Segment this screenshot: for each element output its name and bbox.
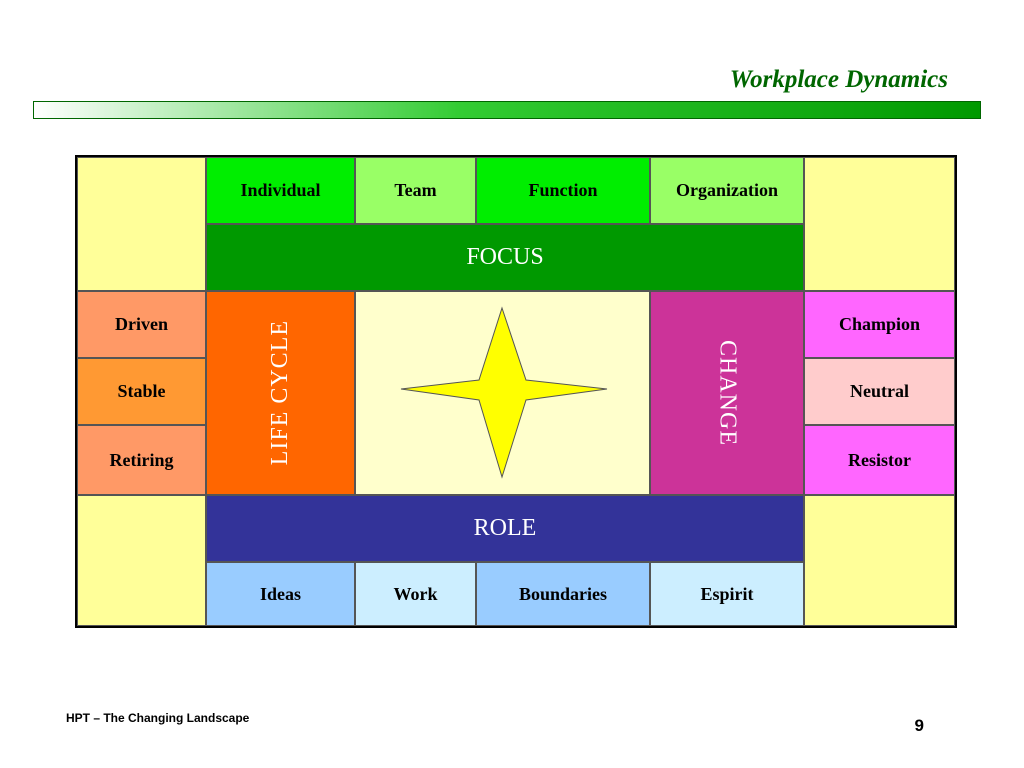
role-item-boundaries: Boundaries — [476, 562, 650, 626]
life-cycle-label-cell: LIFE CYCLE — [206, 291, 355, 495]
focus-item-organization: Organization — [650, 157, 804, 224]
page-number: 9 — [914, 716, 924, 735]
role-item-ideas: Ideas — [206, 562, 355, 626]
corner-bottom-right — [804, 495, 955, 626]
change-label-cell: CHANGE — [650, 291, 804, 495]
life-cycle-item-stable: Stable — [77, 358, 206, 425]
focus-label: FOCUS — [206, 224, 804, 291]
footer-text: HPT – The Changing Landscape — [66, 711, 250, 725]
workplace-dynamics-grid: Individual Team Function Organization FO… — [75, 155, 957, 628]
title-gradient-bar — [33, 101, 981, 119]
focus-item-team: Team — [355, 157, 476, 224]
four-point-star-icon — [400, 306, 608, 479]
life-cycle-label: LIFE CYCLE — [267, 320, 293, 466]
star-container — [355, 292, 650, 495]
change-item-resistor: Resistor — [804, 425, 955, 495]
role-item-work: Work — [355, 562, 476, 626]
corner-bottom-left — [77, 495, 206, 626]
slide-title: Workplace Dynamics — [729, 66, 948, 93]
role-item-espirit: Espirit — [650, 562, 804, 626]
corner-top-right — [804, 157, 955, 291]
life-cycle-item-retiring: Retiring — [77, 425, 206, 495]
change-item-neutral: Neutral — [804, 358, 955, 425]
change-item-champion: Champion — [804, 291, 955, 358]
focus-item-function: Function — [476, 157, 650, 224]
life-cycle-item-driven: Driven — [77, 291, 206, 358]
corner-top-left — [77, 157, 206, 291]
focus-item-individual: Individual — [206, 157, 355, 224]
change-label: CHANGE — [714, 340, 741, 446]
role-label: ROLE — [206, 495, 804, 562]
